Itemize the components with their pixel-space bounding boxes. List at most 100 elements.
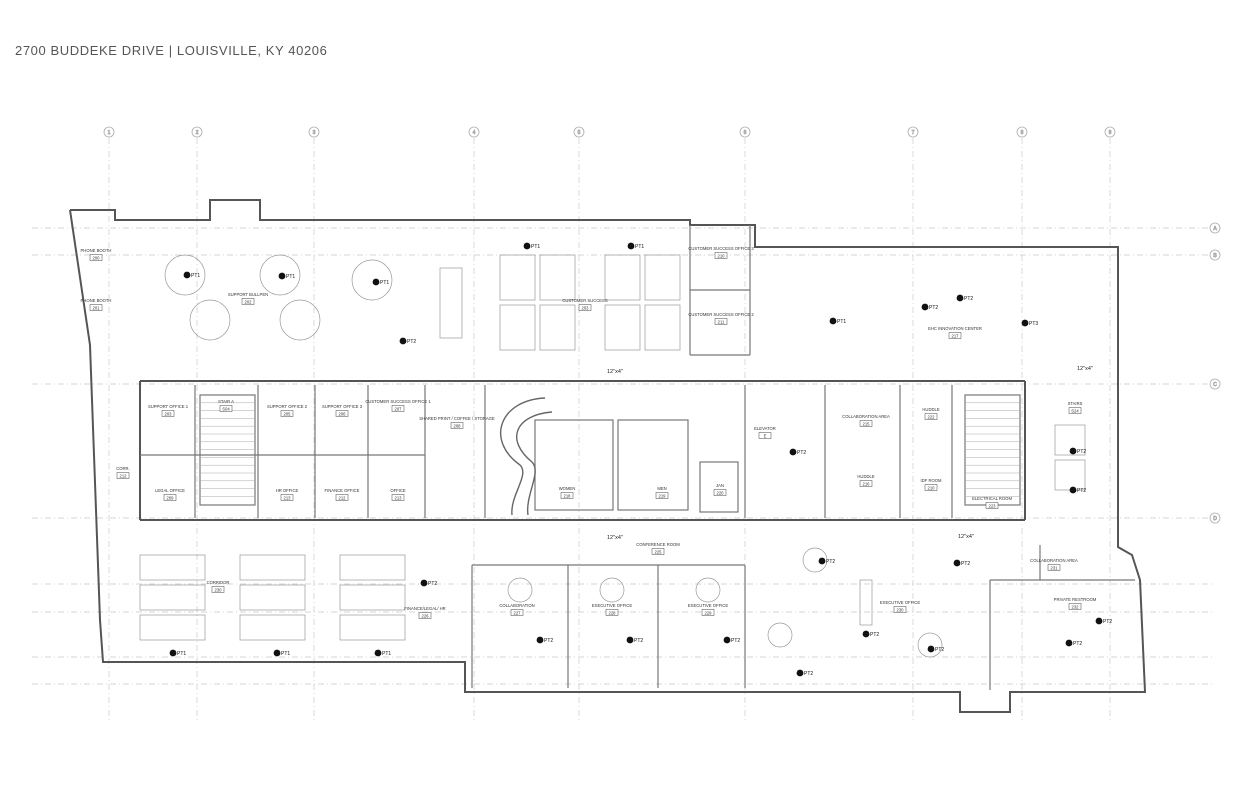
pt-marker-label: PT2 xyxy=(1103,619,1112,625)
room-name: EXECUTIVE OFFICE xyxy=(880,600,920,605)
room-number: 230 xyxy=(215,587,223,592)
pt-marker: PT2 xyxy=(1095,617,1112,625)
desk-cluster xyxy=(499,304,536,351)
room-name: EHC INNOVATION CENTER xyxy=(928,326,982,331)
table-with-chairs xyxy=(507,577,533,603)
room-number: 213 xyxy=(395,495,403,500)
grid-label-right: D xyxy=(1213,516,1217,522)
room-number: 209 xyxy=(167,495,175,500)
room-number-box xyxy=(280,494,294,501)
pt-marker-label: PT1 xyxy=(177,651,186,657)
room-number-box xyxy=(714,252,728,259)
room-name: FINANCE/LEGAL/ HR xyxy=(404,606,445,611)
grid-label-top: 3 xyxy=(313,130,316,136)
pt-marker-dot xyxy=(796,669,804,677)
room-number-box xyxy=(391,405,405,412)
grid-label-top: 4 xyxy=(473,130,476,136)
room-name: ELECTRICAL ROOM xyxy=(972,496,1012,501)
pt-marker-label: PT1 xyxy=(382,651,391,657)
pt-marker-label: PT1 xyxy=(635,244,644,250)
pt-marker: PT1 xyxy=(169,649,186,657)
pt-marker-label: PT2 xyxy=(870,632,879,638)
pt-marker-dot xyxy=(818,557,826,565)
pt-marker: PT2 xyxy=(1069,447,1086,455)
pt-marker-dot xyxy=(420,579,428,587)
room-number-box xyxy=(924,484,938,491)
grid-lines xyxy=(32,138,1215,720)
desk-cluster xyxy=(539,304,576,351)
room-number: 206 xyxy=(339,411,347,416)
grid-label-top: 6 xyxy=(744,130,747,136)
room-name: CUSTOMER SUCCESS OFFICE 2 xyxy=(688,312,754,317)
room-name: CORR. xyxy=(116,466,130,471)
room-number: 210 xyxy=(718,253,726,258)
table-with-chairs xyxy=(695,577,721,603)
room-number: 215 xyxy=(863,421,871,426)
pt-marker-dot xyxy=(1069,486,1077,494)
room-number: S04 xyxy=(222,406,230,411)
pt-marker: PT2 xyxy=(723,636,740,644)
room-label-cs-office-3: CUSTOMER SUCCESS OFFICE 3 210 xyxy=(688,246,754,259)
room-number-box xyxy=(651,548,665,555)
pt-marker-dot xyxy=(273,649,281,657)
room-name: SUPPORT OFFICE 3 xyxy=(322,404,363,409)
grid-bubble-top xyxy=(191,126,203,138)
room-name: SUPPORT BULLPEN xyxy=(228,292,268,297)
room-name: CONFERENCE ROOM xyxy=(636,542,680,547)
grid-label-top: 8 xyxy=(1021,130,1024,136)
workstation-bench xyxy=(139,614,206,641)
room-number: E xyxy=(764,433,767,438)
shelving-unit xyxy=(439,267,463,339)
room-label-corridor: CORRIDOR 230 xyxy=(207,580,230,593)
serpentine-bench xyxy=(500,397,553,516)
room-name: COLLABORATION AREA xyxy=(1030,558,1078,563)
room-number: 213 xyxy=(284,495,292,500)
grid-label-top: 9 xyxy=(1109,130,1112,136)
room-number: 226 xyxy=(422,613,430,618)
room-number-box xyxy=(578,304,592,311)
room-number-box xyxy=(116,472,130,479)
pt-marker-label: PT1 xyxy=(286,274,295,280)
grid-bubble-right xyxy=(1209,222,1221,234)
room-number-box xyxy=(391,494,405,501)
room-label-conference-room: CONFERENCE ROOM 225 xyxy=(636,542,680,555)
room-number: 225 xyxy=(655,549,663,554)
room-number-box xyxy=(89,304,103,311)
pt-marker-label: PT1 xyxy=(380,280,389,286)
pt-marker-dot xyxy=(372,278,380,286)
room-number-box xyxy=(985,502,999,509)
room-number-box xyxy=(714,318,728,325)
grid-label-top: 7 xyxy=(912,130,915,136)
pt-marker-label: PT2 xyxy=(731,638,740,644)
grid-bubble-top xyxy=(308,126,320,138)
pt-marker-dot xyxy=(789,448,797,456)
room-number: 210 xyxy=(928,485,936,490)
room-label-finance-legal-hr: FINANCE/LEGAL/ HR 226 xyxy=(404,606,446,619)
room-name: CUSTOMER SUCCESS OFFICE 3 xyxy=(688,246,754,251)
room-name: CORRIDOR xyxy=(207,580,230,585)
pt-marker-label: PT3 xyxy=(1029,321,1038,327)
desk-cluster xyxy=(499,254,536,301)
pt-marker-dot xyxy=(169,649,177,657)
room-number-box xyxy=(1047,564,1061,571)
desk-cluster xyxy=(604,254,641,301)
pt-marker-label: PT2 xyxy=(804,671,813,677)
pt-marker: PT2 xyxy=(789,448,806,456)
grid-bubble-right xyxy=(1209,249,1221,261)
table-with-chairs xyxy=(917,632,943,658)
room-number-box xyxy=(893,606,907,613)
pt-marker: PT3 xyxy=(1021,319,1038,327)
room-name: COLLABORATION xyxy=(499,603,534,608)
pt-marker-dot xyxy=(374,649,382,657)
room-number-box xyxy=(241,298,255,305)
pt-marker: PT2 xyxy=(626,636,643,644)
room-number: 223 xyxy=(989,503,997,508)
